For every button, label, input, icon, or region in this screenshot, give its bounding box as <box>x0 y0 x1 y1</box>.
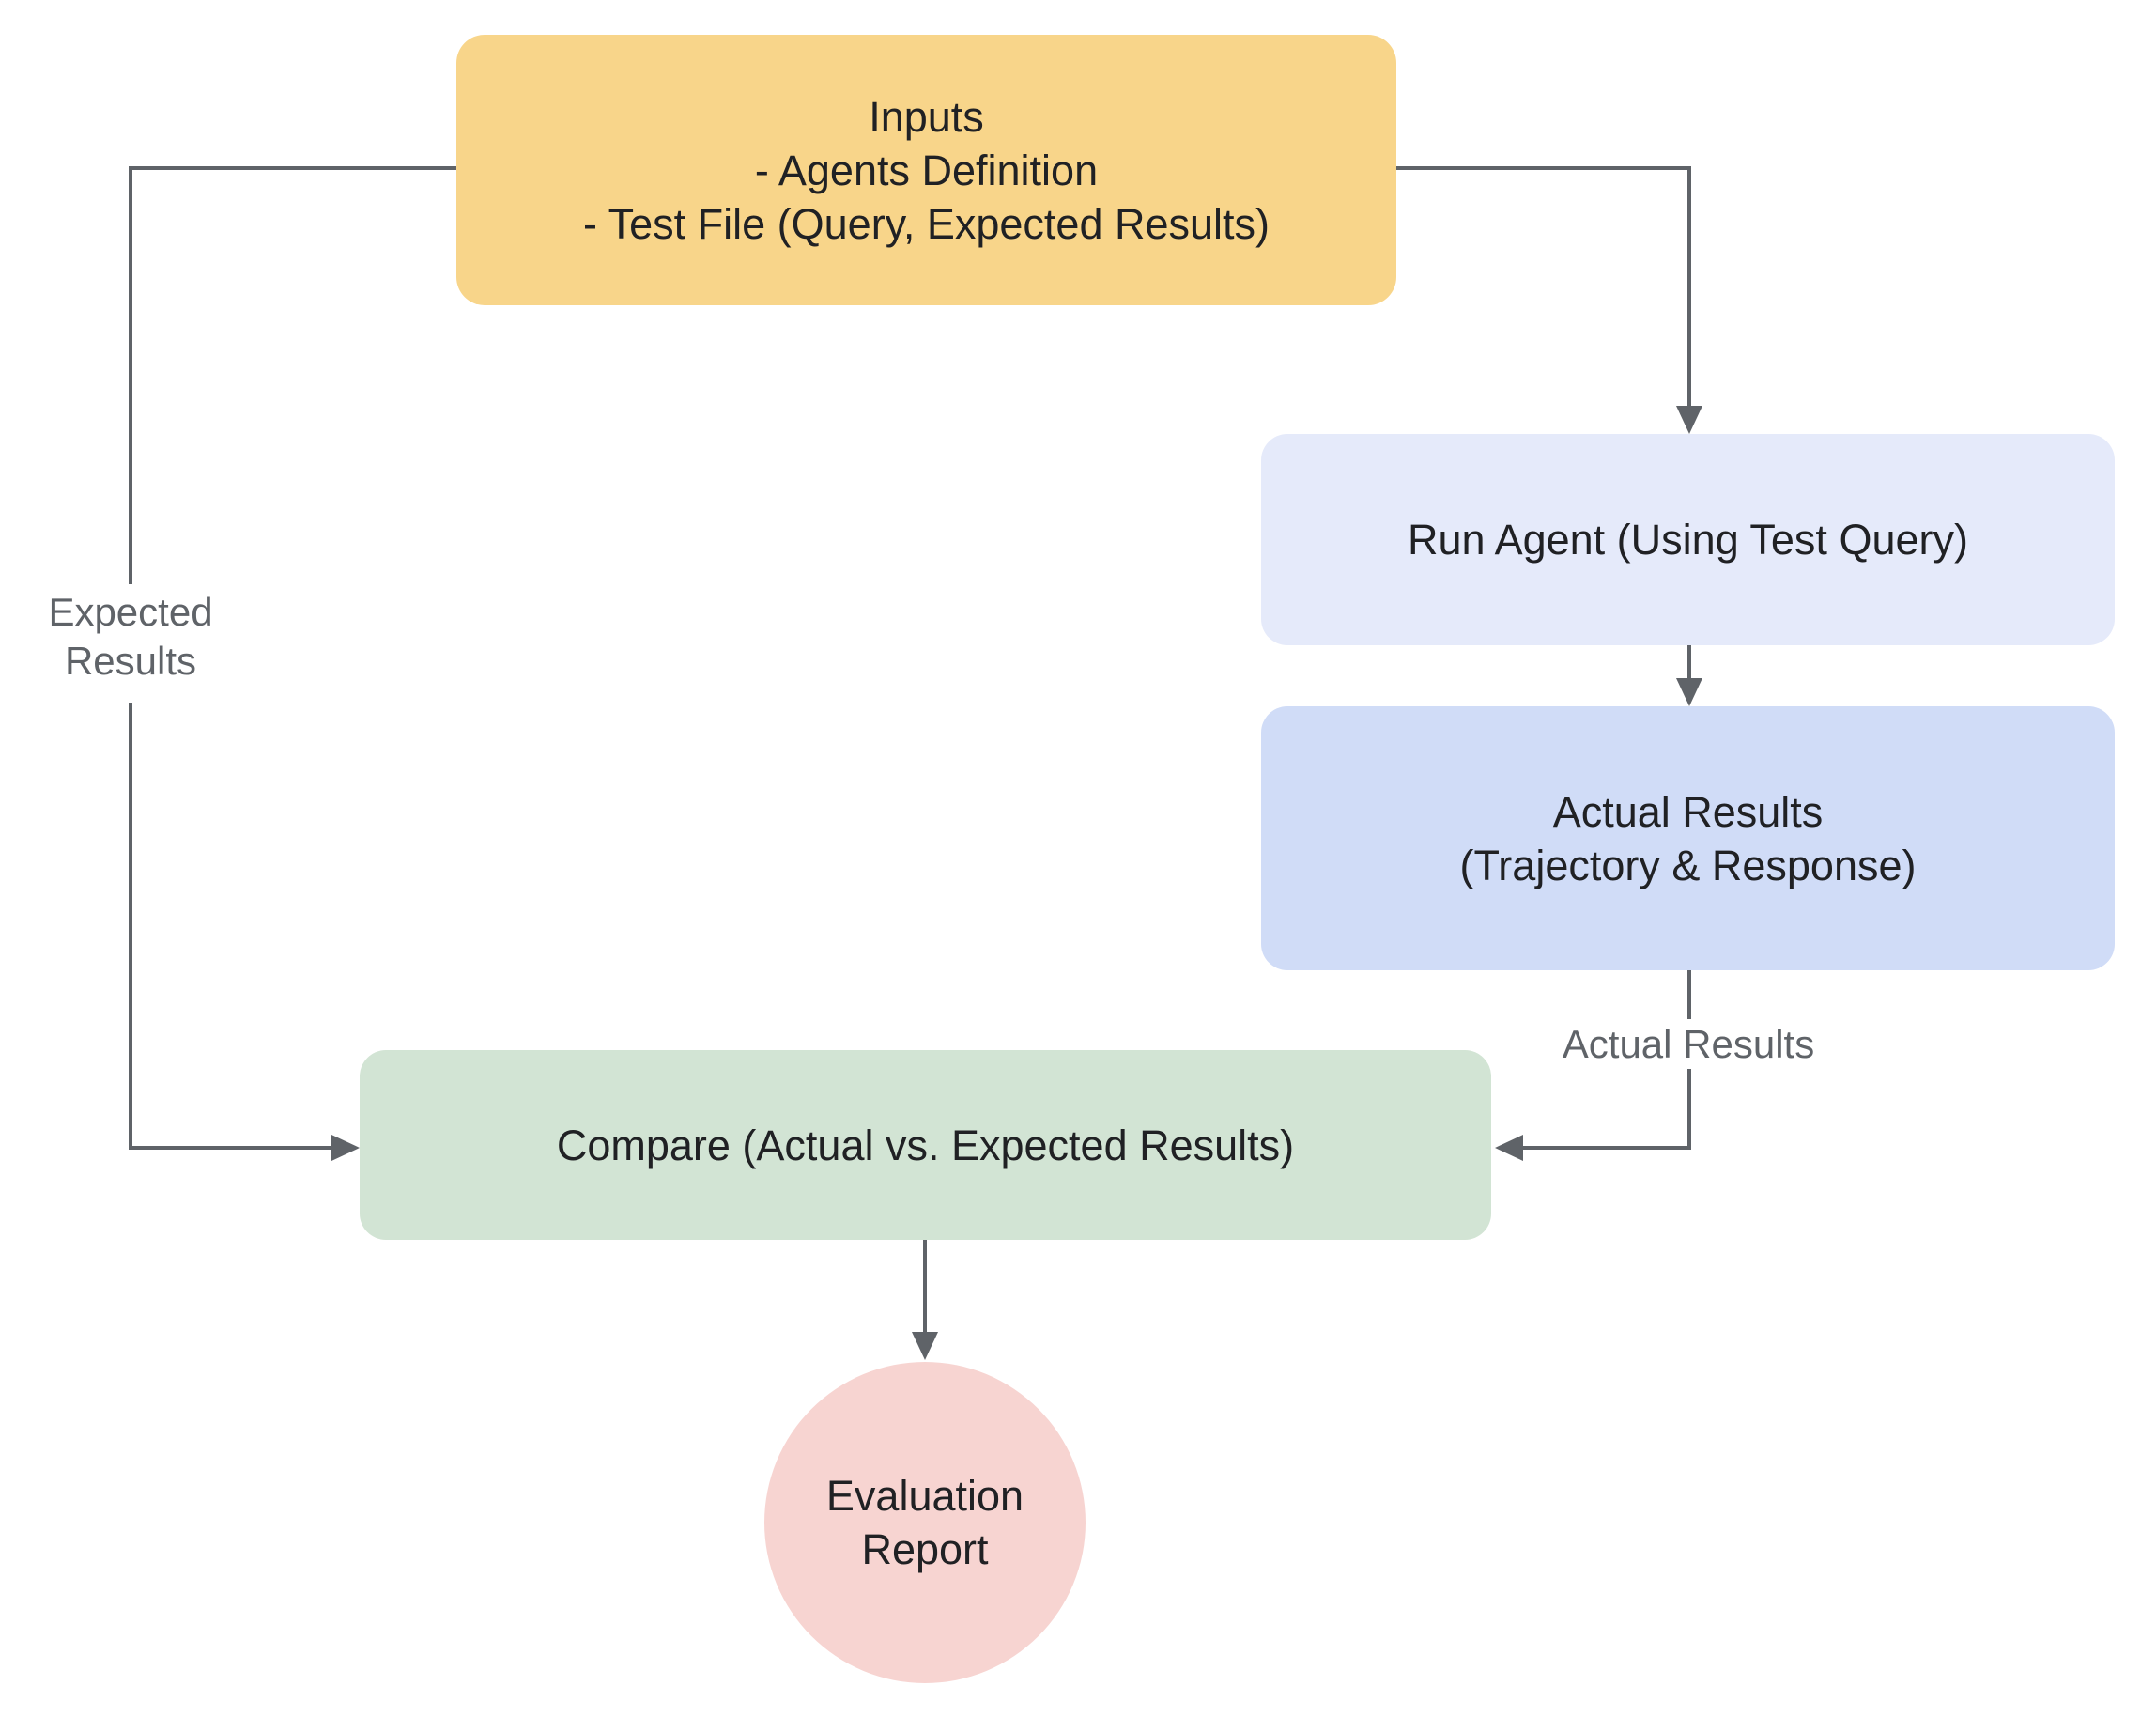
compare-node-label: Compare (Actual vs. Expected Results) <box>556 1121 1295 1169</box>
run-agent-node: Run Agent (Using Test Query) <box>1261 434 2115 645</box>
arrowhead-into-compare-right-icon <box>1495 1135 1523 1161</box>
edge-actual-results-to-compare-segment-lower <box>1687 1069 1691 1150</box>
edge-inputs-to-compare-segment-bottom <box>129 1146 331 1150</box>
compare-node: Compare (Actual vs. Expected Results) <box>360 1050 1491 1240</box>
edge-inputs-to-run-agent-segment-horizontal <box>1396 166 1691 170</box>
inputs-node-line3: - Test File (Query, Expected Results) <box>582 199 1270 248</box>
arrowhead-into-compare-left-icon <box>331 1135 360 1161</box>
inputs-node-line2: - Agents Definition <box>754 146 1099 194</box>
edge-inputs-to-compare-segment-lower-vertical <box>129 703 132 1150</box>
edge-label-actual-results: Actual Results <box>1562 1022 1815 1066</box>
actual-results-node-line1: Actual Results <box>1552 787 1824 836</box>
inputs-node: Inputs - Agents Definition - Test File (… <box>456 35 1396 305</box>
edge-inputs-to-run-agent-segment-vertical <box>1687 166 1691 406</box>
evaluation-report-node-line1: Evaluation <box>825 1472 1024 1520</box>
arrowhead-into-run-agent-icon <box>1676 406 1702 434</box>
edge-label-expected-results-line1: Expected <box>48 590 213 634</box>
edge-label-expected-results: Expected Results <box>13 588 248 686</box>
edge-actual-results-to-compare-segment-upper <box>1687 970 1691 1019</box>
actual-results-node-line2: (Trajectory & Response) <box>1459 841 1917 889</box>
arrowhead-into-actual-results-icon <box>1676 678 1702 706</box>
edge-inputs-to-compare-segment-top <box>129 166 456 170</box>
evaluation-report-node-line2: Report <box>861 1525 989 1573</box>
edge-label-expected-results-line2: Results <box>64 639 197 683</box>
actual-results-node: Actual Results (Trajectory & Response) <box>1261 706 2115 970</box>
edge-run-agent-to-actual-results-segment <box>1687 645 1691 678</box>
edge-actual-results-to-compare-segment-horizontal <box>1523 1146 1691 1150</box>
evaluation-report-node: Evaluation Report <box>764 1362 1086 1683</box>
run-agent-node-label: Run Agent (Using Test Query) <box>1408 516 1968 564</box>
edge-compare-to-report-segment <box>923 1240 927 1332</box>
inputs-node-line1: Inputs <box>869 92 984 141</box>
arrowhead-into-report-icon <box>912 1332 938 1360</box>
edge-inputs-to-compare-segment-upper-vertical <box>129 166 132 584</box>
